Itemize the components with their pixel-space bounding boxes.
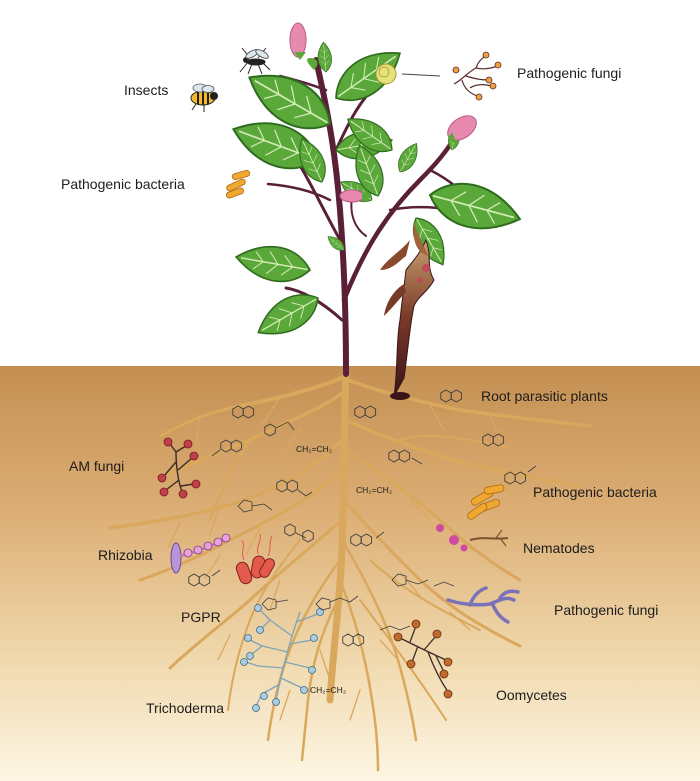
- trichoderma-icon: [240, 604, 324, 712]
- root-bacteria-icon: [467, 484, 505, 520]
- root-fungi-hyphae-icon: [446, 586, 520, 624]
- label-pathogenic-fungi-leaf: Pathogenic fungi: [517, 65, 622, 81]
- nematode-icon: [436, 524, 509, 552]
- mosquito-icon: [239, 47, 271, 75]
- ethylene-formula-3: CH₂=CH₂: [310, 685, 346, 695]
- label-am-fungi: AM fungi: [69, 458, 125, 474]
- root-parasitic-plant: [380, 222, 435, 400]
- ethylene-formula-2: CH₂=CH₂: [356, 485, 392, 495]
- label-insects: Insects: [124, 82, 169, 98]
- fungi-leaf-pointer: [401, 73, 441, 77]
- pathogenic-fungi-icon: [452, 51, 502, 101]
- root-exudate-chemical-structures: [188, 389, 537, 647]
- label-pathogenic-bacteria-root: Pathogenic bacteria: [533, 484, 657, 500]
- label-pathogenic-fungi-root: Pathogenic fungi: [554, 602, 659, 618]
- flower-buds: [289, 22, 477, 203]
- ethylene-formula-1: CH₂=CH₂: [296, 444, 332, 454]
- soil: [0, 366, 700, 781]
- bacteria-on-leaf: [225, 170, 251, 199]
- rhizobia-icon: [170, 533, 231, 574]
- oomycetes-icon: [393, 619, 453, 699]
- ethylene-formulas: CH₂=CH₂ CH₂=CH₂ CH₂=CH₂: [296, 444, 392, 695]
- label-nematodes: Nematodes: [523, 540, 595, 556]
- fungal-lesion-on-leaf: [375, 63, 397, 85]
- label-root-parasitic-plants: Root parasitic plants: [481, 388, 608, 404]
- flower-top: [289, 22, 318, 70]
- label-rhizobia: Rhizobia: [98, 547, 153, 563]
- flower-middle: [339, 189, 372, 203]
- label-oomycetes: Oomycetes: [496, 687, 567, 703]
- am-fungi-icon: [157, 437, 201, 499]
- bee-icon: [190, 83, 218, 112]
- pgpr-icon: [235, 533, 275, 585]
- label-trichoderma: Trichoderma: [146, 700, 225, 716]
- flower-right: [447, 115, 477, 146]
- fine-roots: [167, 399, 513, 721]
- label-pathogenic-bacteria-leaf: Pathogenic bacteria: [61, 176, 185, 192]
- label-pgpr: PGPR: [181, 609, 221, 625]
